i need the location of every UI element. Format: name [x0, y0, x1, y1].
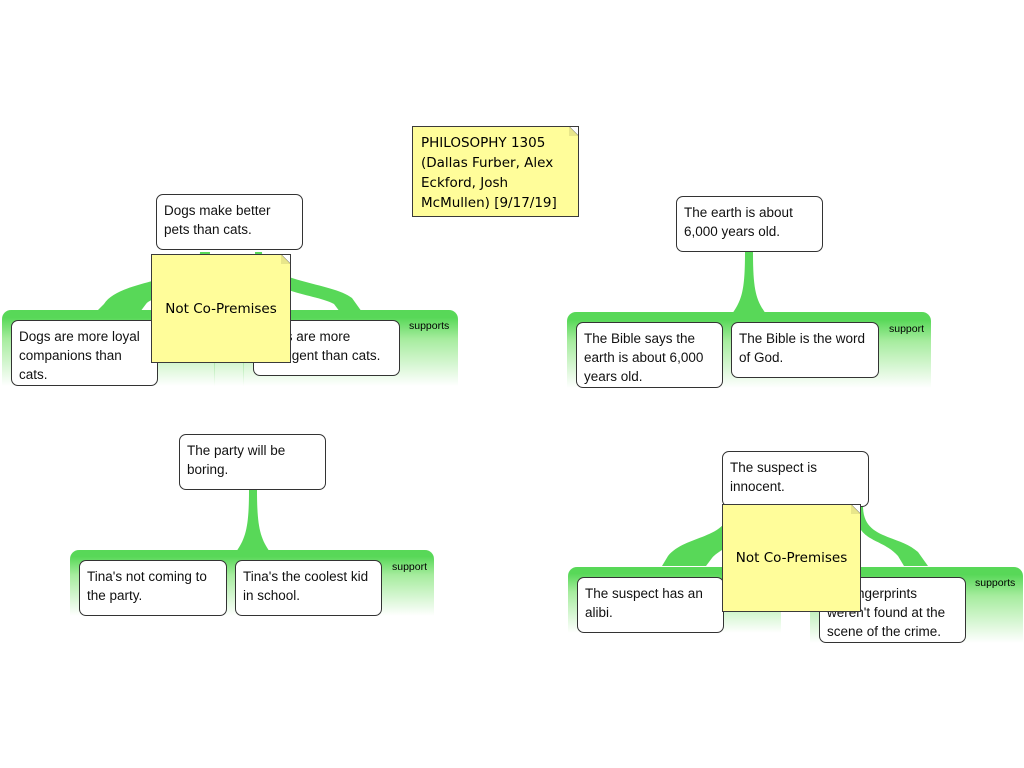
claim-dogs-better-pets[interactable]: Dogs make better pets than cats.: [156, 194, 303, 250]
band-label-supports: supports: [975, 577, 1016, 589]
premise-tina-coolest[interactable]: Tina's the coolest kid in school.: [235, 560, 382, 616]
note-text: Not Co-Premises: [735, 550, 848, 566]
claim-suspect-innocent[interactable]: The suspect is innocent.: [722, 451, 869, 507]
band-label-supports: supports: [409, 320, 450, 332]
sticky-note-not-co-premises[interactable]: Not Co-Premises: [722, 504, 861, 612]
note-text: Not Co-Premises: [165, 300, 277, 317]
claim-party-boring[interactable]: The party will be boring.: [179, 434, 326, 490]
connector-party: [236, 490, 270, 552]
premise-dogs-loyal[interactable]: Dogs are more loyal companions than cats…: [11, 320, 158, 386]
connector-dogs-intelligent: [255, 252, 362, 312]
note-fold-corner: [281, 255, 290, 264]
title-note-text: PHILOSOPHY 1305 (Dallas Furber, Alex Eck…: [421, 135, 557, 211]
connector-earth: [732, 252, 766, 314]
connector-suspect-alibi: [662, 506, 740, 566]
note-fold-corner: [851, 505, 860, 514]
premise-suspect-alibi[interactable]: The suspect has an alibi.: [577, 577, 724, 633]
premise-tina-not-coming[interactable]: Tina's not coming to the party.: [79, 560, 227, 616]
sticky-note-not-co-premises[interactable]: Not Co-Premises: [151, 254, 291, 363]
band-label-support: support: [889, 323, 925, 335]
note-fold-corner: [569, 127, 578, 136]
band-label-support: support: [392, 561, 428, 573]
claim-earth-age[interactable]: The earth is about 6,000 years old.: [676, 196, 823, 252]
premise-bible-word-of-god[interactable]: The Bible is the word of God.: [731, 322, 879, 378]
connector-suspect-fingerprints: [855, 506, 928, 566]
premise-bible-says[interactable]: The Bible says the earth is about 6,000 …: [576, 322, 723, 388]
title-sticky-note[interactable]: PHILOSOPHY 1305 (Dallas Furber, Alex Eck…: [412, 126, 579, 217]
